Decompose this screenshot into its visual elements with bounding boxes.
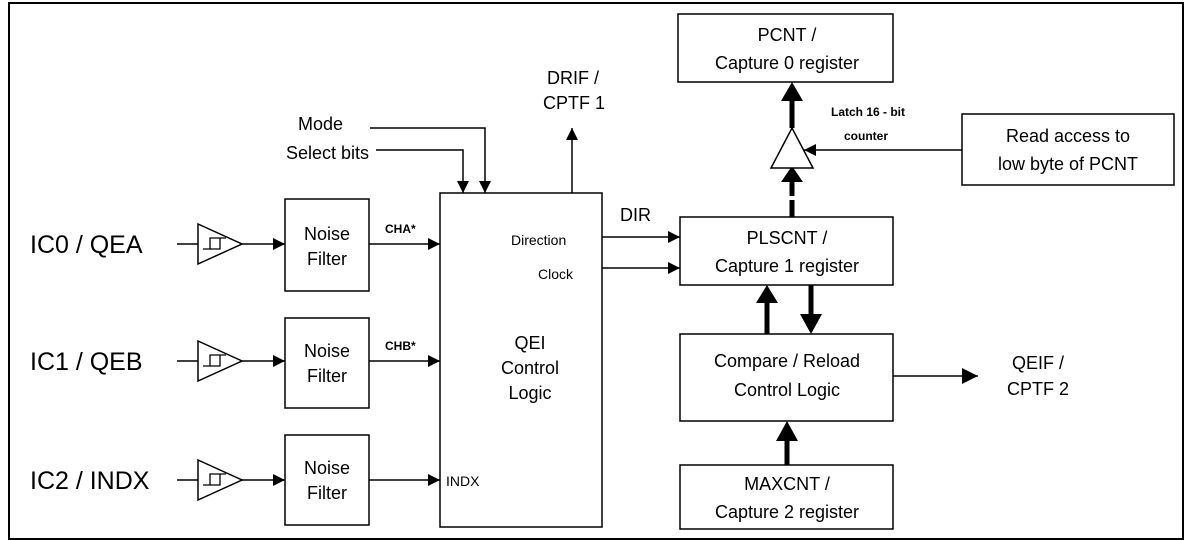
mode-select-wire — [370, 127, 491, 193]
read-access-box — [961, 113, 1175, 186]
plscnt-register-box — [679, 216, 894, 286]
input-label-qea: IC0 / QEA — [30, 231, 143, 259]
plscnt-to-compare-arrowhead — [800, 314, 822, 334]
drif-label: DRIF / — [547, 68, 599, 88]
maxcnt-label: MAXCNT / — [744, 474, 830, 494]
maxcnt-label: Capture 2 register — [715, 502, 859, 522]
plscnt-label: Capture 1 register — [715, 256, 859, 276]
input-label-indx: IC2 / INDX — [30, 467, 150, 495]
compare-label: Control Logic — [734, 380, 840, 400]
direction-label: Direction — [511, 232, 566, 248]
input-label-qeb: IC1 / QEB — [30, 348, 143, 376]
pcnt-label: PCNT / — [758, 25, 817, 45]
noise-filter-label: Filter — [307, 249, 347, 269]
pcnt-arrowhead — [781, 82, 803, 101]
qei-label: QEI — [514, 333, 545, 353]
maxcnt-register-box — [679, 464, 894, 530]
cptf1-label: CPTF 1 — [543, 93, 605, 113]
latch-buffer-icon — [769, 126, 815, 169]
cha-label: CHA* — [385, 222, 416, 236]
qei-control-logic-box — [439, 192, 603, 528]
buffer-icon — [197, 458, 244, 502]
drif-text: DRIF / — [547, 68, 599, 88]
noise-filter-label: Filter — [307, 483, 347, 503]
noise-filter-box — [284, 198, 370, 292]
noise-filter-label: Noise — [304, 224, 350, 244]
compare-reload-box — [679, 333, 894, 422]
buffer-icon — [197, 339, 244, 383]
pcnt-register-box — [677, 13, 894, 83]
outer-frame — [8, 2, 1184, 540]
pcnt-label: Capture 0 register — [715, 53, 859, 73]
qei-label: Logic — [508, 383, 551, 403]
noise-filter-label: Filter — [307, 366, 347, 386]
plscnt-label: PLSCNT / — [747, 228, 828, 248]
noise-filter-label: Noise — [304, 341, 350, 361]
maxcnt-to-compare-arrowhead — [776, 421, 798, 441]
qei-label: Control — [501, 358, 559, 378]
noise-filter-box — [284, 317, 370, 409]
qeif-label: QEIF / — [1012, 353, 1064, 373]
noise-filter-label: Noise — [304, 458, 350, 478]
latch-label: counter — [844, 129, 888, 143]
clock-label: Clock — [538, 266, 574, 282]
read-access-label: Read access to — [1006, 126, 1130, 146]
chb-label: CHB* — [385, 339, 416, 353]
dir-label: DIR — [620, 205, 651, 225]
cptf2-label: CPTF 2 — [1007, 379, 1069, 399]
read-access-label: low byte of PCNT — [998, 154, 1138, 174]
buffer-icon — [197, 222, 244, 266]
latch-label: Latch 16 - bit — [831, 105, 905, 119]
latch-input-arrowhead — [781, 166, 803, 182]
mode-select-wire — [376, 149, 469, 193]
mode-select-label: Mode — [298, 114, 343, 134]
mode-select-label: Select bits — [286, 143, 369, 163]
noise-filter-box — [284, 434, 370, 526]
compare-to-plscnt-arrowhead — [756, 285, 778, 303]
compare-label: Compare / Reload — [714, 351, 860, 371]
indx-signal-label: INDX — [446, 473, 480, 489]
